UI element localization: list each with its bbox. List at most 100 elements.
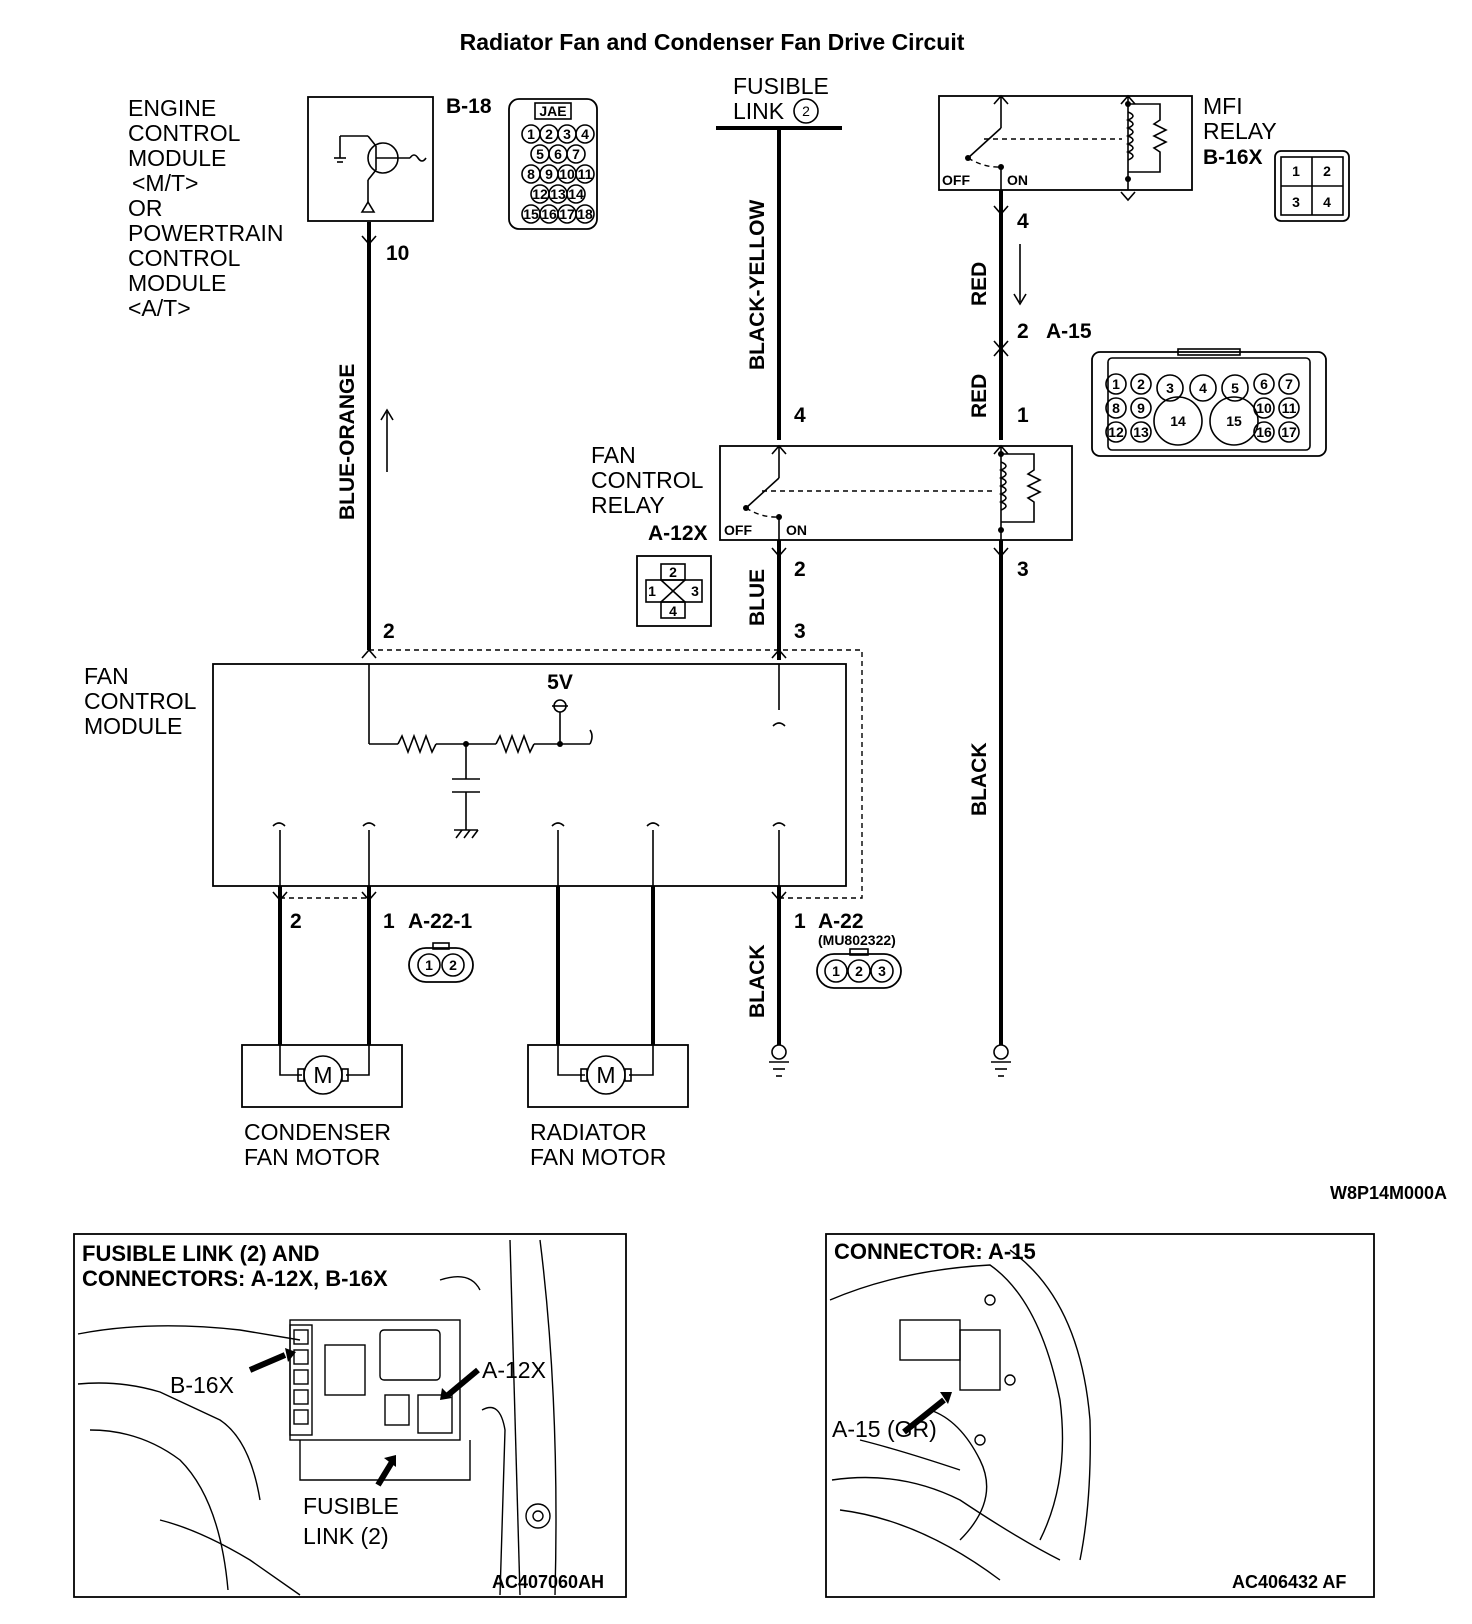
svg-text:MFI: MFI	[1203, 93, 1243, 119]
ground-symbol-right	[991, 1044, 1011, 1077]
a15-pin	[1209, 396, 1259, 446]
wire-label-black-right: BLACK	[968, 743, 991, 817]
svg-text:B-16X: B-16X	[1203, 146, 1263, 169]
b18-connector-face: JAE	[508, 98, 598, 230]
condenser-motor-label: CONDENSER FAN MOTOR	[244, 1119, 391, 1170]
svg-text:<M/T>: <M/T>	[132, 170, 198, 196]
wire-label-black-bottom: BLACK	[746, 945, 769, 1019]
panel-left-code: AC407060AH	[492, 1572, 604, 1592]
svg-text:CONDENSER: CONDENSER	[244, 1119, 391, 1145]
svg-text:2: 2	[802, 103, 810, 119]
b18-pin-label: 7	[572, 146, 580, 162]
a15-pin	[1130, 397, 1152, 419]
svg-text:LINK: LINK	[733, 98, 785, 124]
b18-pin-label: 13	[550, 186, 566, 202]
current-arrow-down	[1013, 244, 1027, 306]
svg-text:2: 2	[1323, 163, 1331, 179]
a15-pin	[1278, 421, 1300, 443]
ecm-pin-10: 10	[386, 242, 409, 265]
svg-text:3: 3	[1292, 194, 1300, 210]
b18-pin-label: 5	[536, 146, 544, 162]
svg-text:A-12X: A-12X	[648, 522, 708, 545]
a15-connector-label: A-15	[1046, 320, 1092, 343]
a15-pin-label: 12	[1108, 424, 1124, 440]
a22-1-pin-1: 1	[383, 910, 395, 933]
svg-text:CONTROL: CONTROL	[128, 120, 241, 146]
callout-fusible-link: FUSIBLE LINK (2)	[303, 1493, 399, 1549]
a15-pin	[1221, 374, 1249, 402]
svg-text:1: 1	[832, 963, 840, 979]
a15-pin-label: 1	[1112, 376, 1120, 392]
callout-b16x: B-16X	[170, 1372, 234, 1398]
svg-text:JAE: JAE	[539, 103, 566, 119]
a15-pin	[1130, 421, 1152, 443]
svg-text:<A/T>: <A/T>	[128, 295, 191, 321]
wire-label-red-top: RED	[968, 262, 991, 306]
a15-pin-label: 8	[1112, 400, 1120, 416]
a15-pin	[1105, 421, 1127, 443]
svg-text:OFF: OFF	[724, 522, 752, 538]
svg-text:OFF: OFF	[942, 172, 970, 188]
b18-pin-label: 9	[545, 166, 553, 182]
a15-pin-label: 3	[1166, 380, 1174, 396]
b18-pin-label: 14	[568, 186, 584, 202]
b18-pin-label: 8	[527, 166, 535, 182]
a15-pin	[1278, 397, 1300, 419]
panel-right-code: AC406432 AF	[1232, 1572, 1346, 1592]
a15-pin-label: 11	[1282, 400, 1297, 416]
svg-text:2: 2	[855, 963, 863, 979]
a15-pin-label: 5	[1231, 380, 1239, 396]
svg-text:FAN: FAN	[84, 663, 129, 689]
b18-pin-label: 4	[581, 126, 589, 142]
svg-text:FAN: FAN	[591, 442, 636, 468]
a15-pin-label: 13	[1133, 424, 1149, 440]
svg-text:FAN MOTOR: FAN MOTOR	[244, 1144, 380, 1170]
b18-pin	[575, 124, 595, 144]
svg-text:FUSIBLE: FUSIBLE	[733, 73, 829, 99]
a15-pin	[1189, 374, 1217, 402]
svg-text:3: 3	[878, 963, 886, 979]
svg-text:CONTROL: CONTROL	[591, 467, 704, 493]
a12x-connector-face: 2 1 3 4	[636, 555, 712, 627]
a15-pin	[1130, 373, 1152, 395]
a15-pin	[1278, 373, 1300, 395]
a15-pin-label: 6	[1260, 376, 1268, 392]
svg-text:MODULE: MODULE	[84, 713, 182, 739]
a15-pin-label: 16	[1256, 424, 1272, 440]
b18-pin-label: 1	[527, 126, 535, 142]
mfi-relay-pin-4: 4	[1017, 210, 1029, 233]
svg-text:5V: 5V	[547, 671, 573, 694]
b18-pin	[566, 144, 586, 164]
svg-text:LINK (2): LINK (2)	[303, 1523, 389, 1549]
a15-pin	[1253, 421, 1275, 443]
svg-text:4: 4	[1323, 194, 1331, 210]
svg-text:CONTROL: CONTROL	[84, 688, 197, 714]
panel-left	[73, 1233, 627, 1598]
svg-text:1: 1	[648, 583, 656, 599]
fan-relay-pin-4: 4	[794, 404, 806, 427]
a15-pin-label: 4	[1199, 380, 1207, 396]
a22-pin-1: 1	[794, 910, 806, 933]
svg-text:CONNECTORS: A-12X, B-16X: CONNECTORS: A-12X, B-16X	[82, 1266, 388, 1291]
wire-label-red-bottom: RED	[968, 374, 991, 418]
a22-1-pin-2: 2	[290, 910, 302, 933]
svg-text:OR: OR	[128, 195, 163, 221]
figure-code: W8P14M000A	[1330, 1183, 1447, 1203]
panel-right	[825, 1233, 1375, 1598]
b18-pin-label: 6	[554, 146, 562, 162]
callout-a15-gr: A-15 (GR)	[832, 1416, 937, 1442]
b18-pin-label: 16	[541, 206, 557, 222]
fan-relay-box: OFF ON	[719, 444, 1073, 541]
svg-text:ENGINE: ENGINE	[128, 95, 216, 121]
a15-pin-label: 15	[1226, 413, 1242, 429]
fusible-link: FUSIBLE LINK 2	[716, 73, 842, 130]
wire-label-blue: BLUE	[746, 569, 769, 626]
svg-text:M: M	[596, 1062, 615, 1088]
callout-a12x: A-12X	[482, 1357, 546, 1383]
ecm-connector-label: B-18	[446, 95, 492, 118]
mfi-relay-box: OFF ON	[938, 94, 1193, 202]
condenser-fan-motor: M	[241, 1044, 403, 1108]
b18-pin-label: 12	[532, 186, 548, 202]
